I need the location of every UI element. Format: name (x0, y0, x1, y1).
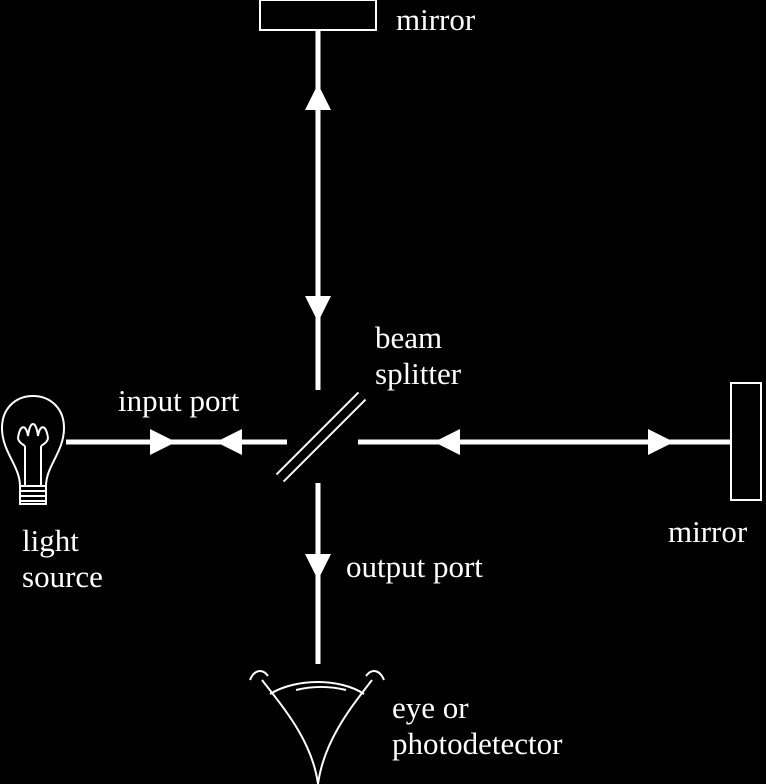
arrow-right-right-arm (648, 429, 674, 455)
label-mirror-right: mirror (668, 514, 748, 549)
light-bulb-icon (0, 394, 66, 505)
label-detector: eye or photodetector (392, 690, 562, 762)
mirror-right (730, 382, 762, 501)
arrow-up (305, 84, 331, 110)
label-beam-splitter-line1: beam (375, 320, 443, 355)
eye-icon (249, 670, 385, 784)
label-detector-line2: photodetector (392, 726, 563, 761)
arrow-left-right-arm (434, 429, 460, 455)
label-beam-splitter-line2: splitter (375, 356, 462, 391)
label-light-source-line2: source (22, 559, 103, 594)
label-mirror-top: mirror (396, 2, 476, 37)
arrow-down-output (305, 554, 331, 580)
label-input-port: input port (118, 383, 240, 418)
arrow-right-input (150, 429, 176, 455)
arrow-left-input (216, 429, 242, 455)
beam-splitter-inner (277, 393, 365, 481)
label-light-source-line1: light (22, 523, 79, 558)
arrow-down-top-arm (305, 296, 331, 322)
mirror-top (259, 0, 377, 31)
label-light-source: light source (22, 523, 103, 595)
label-detector-line1: eye or (392, 690, 469, 725)
label-beam-splitter: beam splitter (375, 320, 461, 392)
label-output-port: output port (346, 549, 483, 584)
